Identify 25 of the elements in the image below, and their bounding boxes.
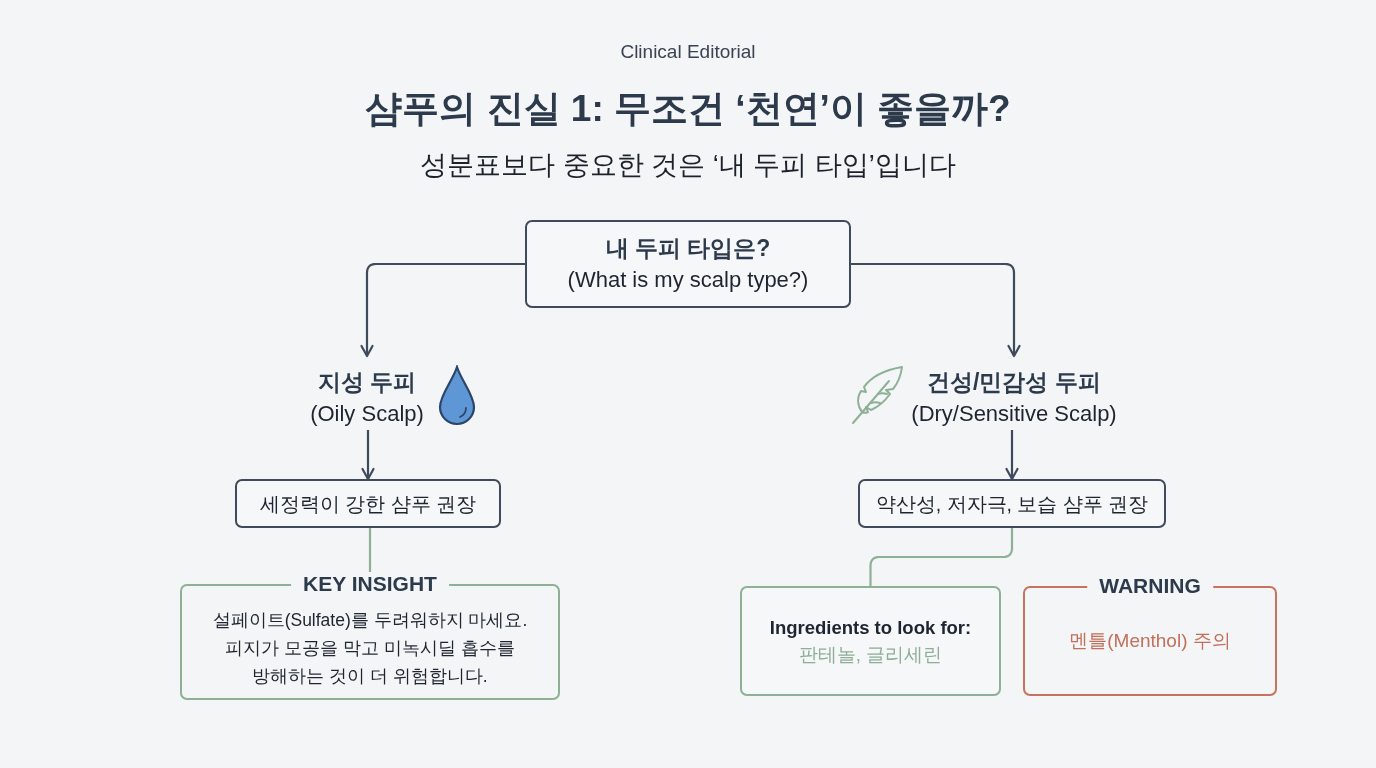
arrow (851, 262, 1021, 358)
ingredients-list: 판테놀, 글리세린 (798, 641, 943, 668)
kicker-text: Clinical Editorial (620, 40, 756, 64)
arrow (1005, 430, 1019, 481)
insight-text: 설페이트(Sulfate)를 두려워하지 마세요. 피지가 모공을 막고 미녹시딜 흡수를 방해하는 것이 더 위험합니다. (211, 609, 529, 688)
recommendation-text: 세정력이 강한 샴푸 권장 (259, 491, 477, 517)
arrow (360, 262, 525, 358)
question-heading: 내 두피 타입은? (605, 234, 771, 263)
warning-text: 멘틀(Menthol) 주의 (1069, 629, 1231, 653)
recommendation-box (858, 479, 1166, 528)
page-title: 샴푸의 진실 1: 무조건 ‘천연’이 좋을까? (365, 87, 1011, 131)
category-heading: 지성 두피 (317, 368, 417, 397)
arrow (361, 430, 375, 481)
subtitle-text: 성분표보다 중요한 것은 ‘내 두피 타입’입니다 (420, 149, 956, 182)
connector-line (869, 528, 1014, 586)
category-translation: (Oily Scalp) (310, 400, 424, 428)
ingredients-heading: Ingredients to look for: (769, 616, 972, 640)
question-box (525, 220, 851, 308)
ingredients-box (740, 586, 1001, 696)
category-heading: 건성/민감성 두피 (927, 368, 1101, 397)
recommendation-text: 약산성, 저자극, 보습 샴푸 권장 (875, 491, 1149, 517)
question-translation: (What is my scalp type?) (567, 266, 809, 294)
connector-line (368, 528, 372, 572)
recommendation-box (235, 479, 501, 528)
category-translation: (Dry/Sensitive Scalp) (911, 400, 1117, 428)
